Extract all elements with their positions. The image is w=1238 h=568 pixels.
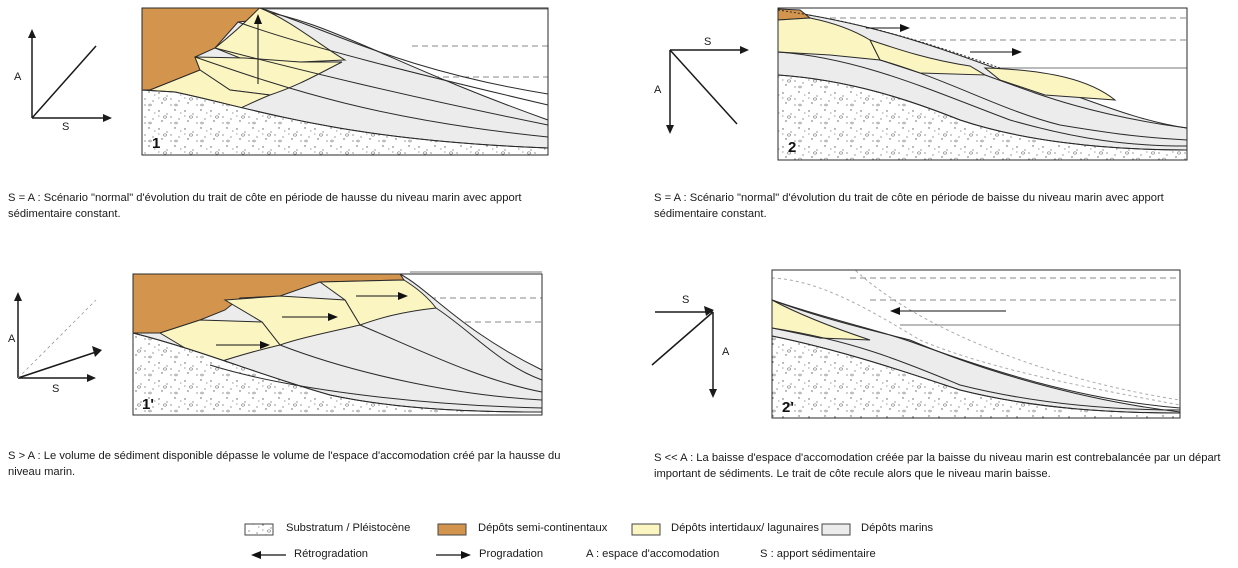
intertidal-deposit [869, 39, 987, 76]
panel-2-prime-axis-a-label: A [722, 346, 730, 358]
panel-2-prime-caption: S << A : La baisse d'espace d'accomodati… [654, 452, 1221, 480]
legend-substratum-label: Substratum / Pléistocène [286, 522, 411, 534]
legend-intertidal-label: Dépôts intertidaux/ lagunaires [671, 522, 820, 534]
legend-progradation-arrow [436, 551, 471, 559]
panel-1-prime: A S 1' [8, 271, 543, 416]
panel-1-prime-axis-diagram [14, 292, 102, 382]
panel-1-cross-section [141, 7, 549, 156]
panel-1-axis-s-label: S [62, 121, 69, 133]
panel-1: A S 1 [14, 7, 549, 156]
legend-marine-label: Dépôts marins [861, 522, 934, 534]
panel-1-prime-caption: S > A : Le volume de sédiment disponible… [8, 450, 561, 478]
panel-1-prime-axis-s-label: S [52, 383, 59, 395]
panel-2-axis-s-label: S [704, 36, 711, 48]
panel-1-prime-cross-section [132, 271, 543, 416]
panel-1-number: 1 [152, 135, 160, 152]
legend [244, 523, 851, 559]
panel-2-axis-diagram [666, 46, 749, 134]
panel-2-cross-section [777, 7, 1188, 161]
legend-substratum-swatch [244, 523, 274, 536]
legend-retrogradation-label: Rétrogradation [294, 548, 369, 560]
legend-semi-continental-swatch [437, 523, 467, 536]
panel-1-axis-diagram [28, 29, 112, 122]
legend-intertidal-swatch [631, 523, 661, 536]
panel-2-prime: S A 2' [651, 269, 1181, 419]
panel-2-number: 2 [788, 139, 796, 156]
panel-1-prime-number: 1' [142, 396, 154, 413]
panel-2-prime-number: 2' [782, 399, 794, 416]
legend-supply-label: S : apport sédimentaire [760, 548, 876, 560]
panel-1-axis-a-label: A [14, 71, 22, 83]
panel-2-axis-a-label: A [654, 84, 662, 96]
intertidal-deposit [777, 17, 881, 61]
panel-1-prime-axis-a-label: A [8, 333, 16, 345]
panel-2: A S 2 [654, 7, 1188, 161]
intertidal-deposit [983, 67, 1117, 101]
panel-2-caption: S = A : Scénario "normal" d'évolution du… [654, 192, 1164, 220]
legend-semi-continental-label: Dépôts semi-continentaux [478, 522, 608, 534]
panel-2-prime-cross-section [771, 269, 1181, 419]
intertidal-deposit [318, 279, 437, 326]
legend-retrogradation-arrow [251, 551, 286, 559]
intertidal-deposit [214, 7, 347, 63]
panel-2-prime-axis-diagram [651, 306, 717, 398]
legend-accommodation-label: A : espace d'accomodation [586, 548, 720, 560]
semi-continental-deposit [132, 273, 405, 334]
panel-1-caption: S = A : Scénario "normal" d'évolution du… [8, 192, 522, 220]
legend-progradation-label: Progradation [479, 548, 544, 560]
legend-marine-swatch [821, 523, 851, 536]
panel-2-prime-axis-s-label: S [682, 294, 689, 306]
intertidal-deposit [771, 299, 871, 341]
